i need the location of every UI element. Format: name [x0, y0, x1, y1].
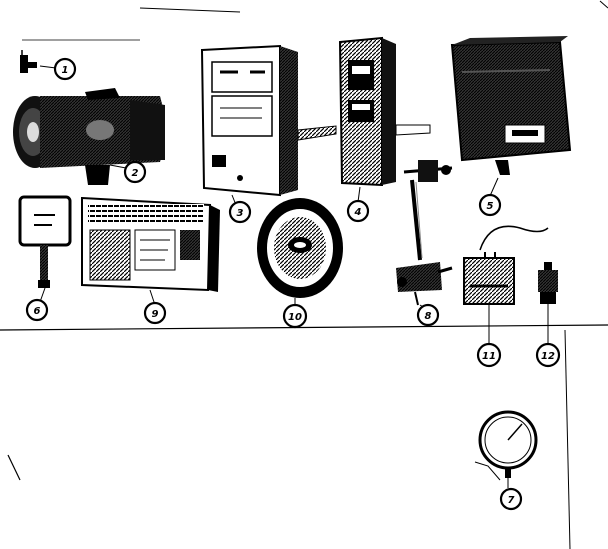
part-10-dial: [257, 198, 343, 298]
callout-3: 3: [228, 200, 252, 224]
callout-11: 11: [476, 342, 502, 368]
part-4-control: [338, 36, 431, 187]
callout-6: 6: [25, 298, 49, 322]
callout-10-label: 10: [288, 312, 302, 323]
callout-4-label: 4: [354, 207, 362, 218]
callout-8-label: 8: [425, 311, 432, 322]
callout-11-label: 11: [482, 351, 496, 362]
part-8-valve: [396, 160, 453, 306]
part-6-thermostat: [18, 195, 72, 288]
callout-1-label: 1: [62, 65, 69, 76]
edge-line-right: [564, 329, 571, 549]
part-12-switch: [538, 262, 558, 345]
callout-12-label: 12: [541, 351, 555, 362]
callout-4: 4: [346, 199, 370, 223]
divider-line: [0, 324, 608, 331]
part-7-gauge: [478, 410, 538, 488]
callout-9-label: 9: [152, 309, 159, 320]
part-3-control: [200, 44, 337, 197]
callout-6-label: 6: [34, 306, 41, 317]
callout-5: 5: [478, 193, 502, 217]
part-1-fitting: [20, 50, 37, 73]
edge-line-top: [139, 7, 241, 13]
part-11-box: [463, 225, 549, 345]
callout-3-label: 3: [237, 208, 244, 219]
callout-1: 1: [53, 57, 77, 81]
callout-2-label: 2: [132, 168, 139, 179]
callout-9: 9: [143, 301, 167, 325]
part-9-panel: [81, 196, 220, 292]
part-5-relay-box: [450, 36, 572, 175]
callout-12: 12: [535, 342, 561, 368]
part-2-motor: [13, 88, 165, 185]
leader-lines: [39, 65, 501, 481]
callout-10: 10: [282, 303, 308, 329]
callout-7: 7: [499, 487, 523, 511]
edge-mark-corner: [599, 0, 608, 9]
callout-7-label: 7: [508, 495, 515, 506]
callout-5-label: 5: [487, 201, 494, 212]
edge-mark-left: [7, 454, 21, 481]
callout-8: 8: [416, 303, 440, 327]
callout-2: 2: [123, 160, 147, 184]
